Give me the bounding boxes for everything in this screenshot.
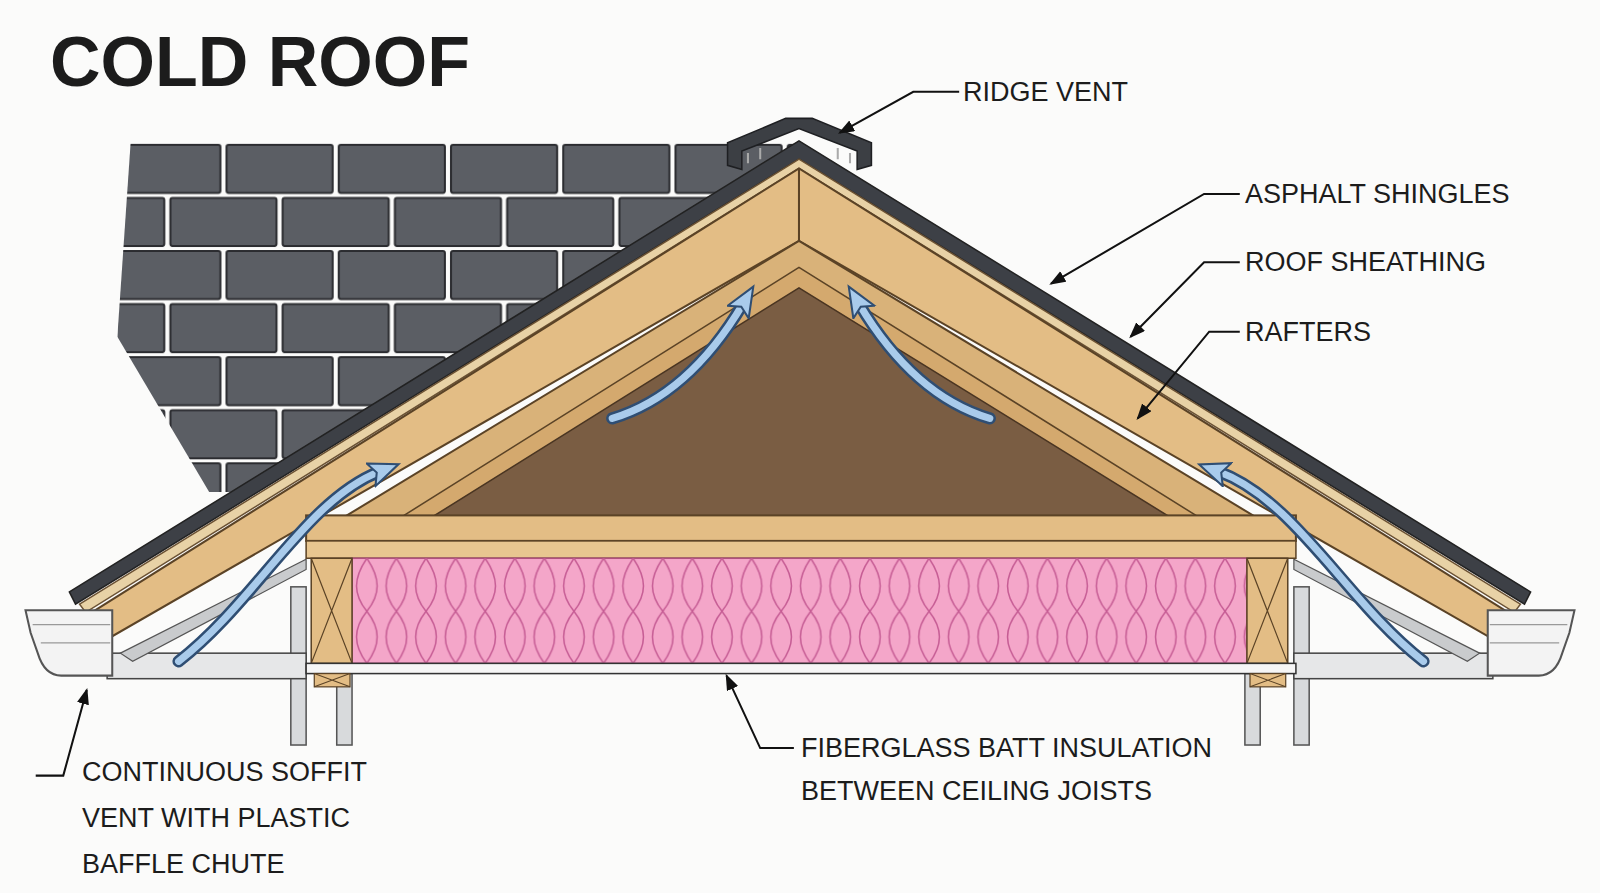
- gutter: [26, 610, 113, 675]
- ceiling-board: [306, 663, 1296, 673]
- gutter-profile: [1490, 625, 1568, 643]
- part-label: ASPHALT SHINGLES: [1245, 173, 1595, 216]
- part-label: RAFTERS: [1245, 311, 1595, 354]
- leader-line: [1051, 194, 1240, 284]
- joist-cross: [311, 558, 352, 663]
- plate-block: [314, 674, 350, 687]
- airflow-outline: [179, 472, 380, 662]
- part-label: CONTINUOUS SOFFIT VENT WITH PLASTIC BAFF…: [82, 750, 392, 888]
- plate-cross: [1250, 674, 1286, 687]
- airflow-outline: [612, 304, 743, 418]
- vent-slot: [748, 148, 850, 163]
- part-label: FIBERGLASS BATT INSULATION BETWEEN CEILI…: [801, 727, 1251, 813]
- gutter-profile: [33, 625, 111, 643]
- joist-end: [311, 558, 352, 663]
- leader-line: [1131, 262, 1240, 337]
- airflow-arrow: [1218, 472, 1423, 662]
- baffle-chute: [1294, 559, 1480, 661]
- batt-insulation: [352, 558, 1247, 663]
- airflow-arrow: [859, 304, 990, 418]
- batt-texture: [352, 558, 1247, 663]
- airflow-outline: [1218, 472, 1423, 662]
- plate-block: [1250, 674, 1286, 687]
- joist-end: [1247, 558, 1288, 663]
- ridge-joint: [798, 168, 800, 240]
- joist-cross: [1247, 558, 1288, 663]
- part-label: ROOF SHEATHING: [1245, 241, 1595, 284]
- airflow-arrow: [179, 472, 380, 662]
- ceiling-joist: [306, 515, 1296, 541]
- attic-space: [427, 288, 1176, 521]
- leader-line: [840, 92, 959, 133]
- airflow-arrow: [612, 304, 743, 418]
- diagram-title: COLD ROOF: [50, 27, 610, 97]
- gutter: [1488, 610, 1575, 675]
- plate-cross: [314, 674, 350, 687]
- inner-frame: [388, 267, 1212, 525]
- leader-line: [727, 676, 794, 748]
- leader-line: [1138, 332, 1240, 419]
- leader-line: [36, 690, 87, 776]
- part-label: RIDGE VENT: [963, 71, 1363, 114]
- collar-frame: [318, 241, 1281, 533]
- top-plate: [306, 541, 1296, 558]
- baffle-chute: [120, 559, 306, 661]
- airflow-outline: [859, 304, 990, 418]
